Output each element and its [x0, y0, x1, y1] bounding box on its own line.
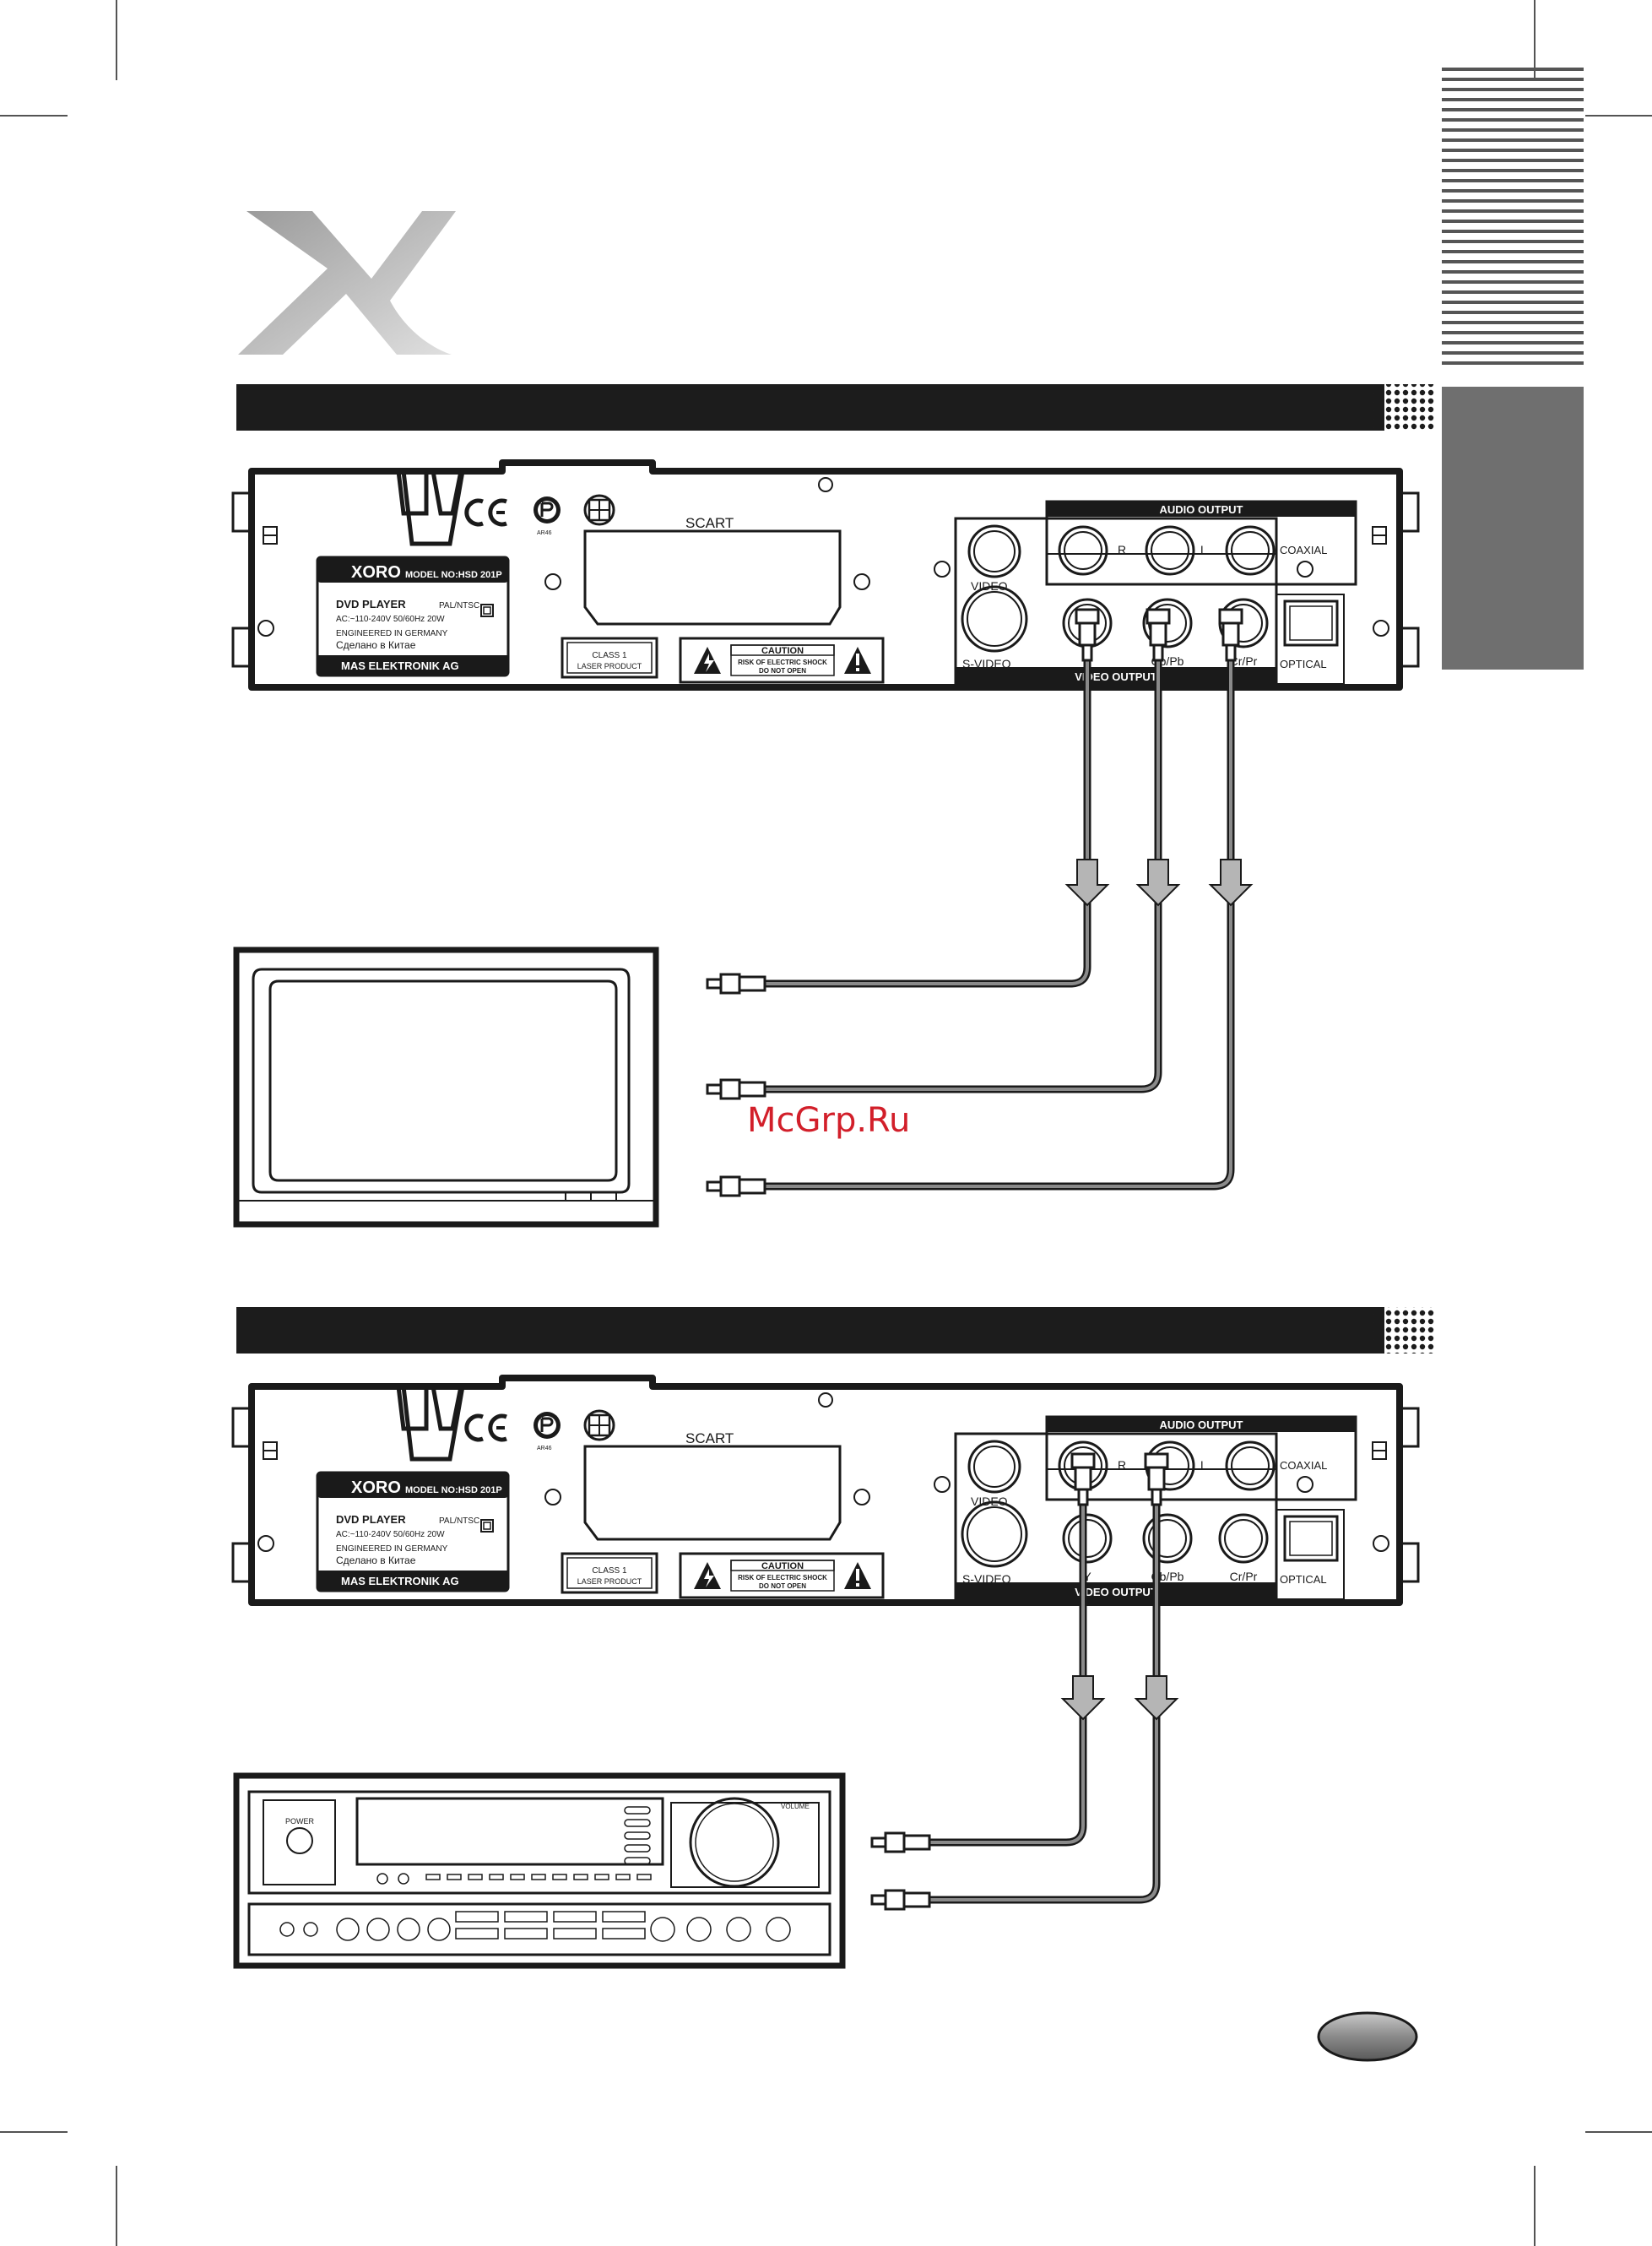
side-stripes: [1442, 68, 1584, 365]
rca-plug-icon: [1075, 608, 1243, 662]
amplifier: POWER VOLUME: [233, 1772, 846, 1969]
down-arrow-icon: [1064, 859, 1254, 907]
section-header-bar: [236, 384, 1435, 431]
product-label: DVD PLAYER: [336, 1513, 406, 1526]
pct-code-label: AR46: [537, 1446, 552, 1451]
engineered-label: ENGINEERED IN GERMANY: [336, 1544, 448, 1554]
tv-set: [233, 947, 659, 1228]
audio-output-label: AUDIO OUTPUT: [1160, 503, 1243, 516]
laser-product-label: LASER PRODUCT: [577, 1577, 642, 1586]
page-badge: [1317, 2011, 1418, 2062]
rca-plug-icon: [706, 973, 766, 1197]
brand-label: XORO: [351, 1478, 401, 1497]
xoro-logo-x: [238, 211, 456, 355]
coaxial-label: COAXIAL: [1280, 1459, 1327, 1472]
watermark-text: McGrp.Ru: [747, 1101, 910, 1140]
video-output-label: VIDEO OUTPUT: [1075, 1586, 1157, 1598]
scart-label: SCART: [685, 1430, 734, 1446]
company-label: MAS ELEKTRONIK AG: [341, 1575, 459, 1587]
product-label: DVD PLAYER: [336, 598, 406, 610]
y-label: Y: [1083, 1570, 1091, 1583]
scart-label: SCART: [685, 515, 734, 531]
jack-l-label: L: [1200, 1458, 1207, 1472]
video-output-label: VIDEO OUTPUT: [1075, 670, 1157, 683]
dvd-rear-panel: XORO MODEL NO:HSD 201P DVD PLAYER PAL/NT…: [233, 463, 1418, 687]
class1-label: CLASS 1: [592, 1566, 627, 1576]
svideo-label: S-VIDEO: [962, 1572, 1011, 1586]
brand-label: XORO: [351, 563, 401, 582]
laser-product-label: LASER PRODUCT: [577, 662, 642, 670]
rca-plug-icon: [1070, 1452, 1169, 1506]
crpr-label: Cr/Pr: [1230, 1570, 1258, 1583]
audio-cables: [929, 1503, 1161, 1904]
crpr-label: Cr/Pr: [1230, 654, 1258, 668]
dvd-rear-panel: XORO MODEL NO:HSD 201P DVD PLAYER PAL/NT…: [233, 1378, 1418, 1603]
made-in-label: Сделано в Китае: [336, 1554, 416, 1566]
svideo-label: S-VIDEO: [962, 657, 1011, 670]
amp-volume-label: VOLUME: [781, 1803, 810, 1810]
caution-line2: DO NOT OPEN: [759, 667, 806, 675]
caution-line1: RISK OF ELECTRIC SHOCK: [738, 659, 827, 666]
jack-r-label: R: [1118, 543, 1126, 556]
video-label: VIDEO: [971, 579, 1008, 593]
model-label: MODEL NO:HSD 201P: [405, 570, 502, 580]
section-header-bar: [236, 1307, 1435, 1354]
pct-code-label: AR46: [537, 530, 552, 536]
system-label: PAL/NTSC: [439, 1516, 479, 1526]
power-label: AC:~110-240V 50/60Hz 20W: [336, 615, 445, 624]
caution-label: CAUTION: [761, 646, 804, 656]
side-tab: [1442, 387, 1584, 670]
rca-plug-icon: [870, 1831, 931, 1911]
optical-label: OPTICAL: [1280, 658, 1327, 670]
amp-power-label: POWER: [285, 1817, 315, 1826]
jack-r-label: R: [1118, 1458, 1126, 1472]
class1-label: CLASS 1: [592, 651, 627, 660]
coaxial-label: COAXIAL: [1280, 544, 1327, 556]
audio-output-label: AUDIO OUTPUT: [1160, 1419, 1243, 1431]
caution-label: CAUTION: [761, 1561, 804, 1571]
caution-line1: RISK OF ELECTRIC SHOCK: [738, 1574, 827, 1581]
caution-line2: DO NOT OPEN: [759, 1582, 806, 1590]
system-label: PAL/NTSC: [439, 601, 479, 610]
power-label: AC:~110-240V 50/60Hz 20W: [336, 1530, 445, 1539]
model-label: MODEL NO:HSD 201P: [405, 1485, 502, 1495]
made-in-label: Сделано в Китае: [336, 639, 416, 651]
component-cables: [764, 659, 1235, 1191]
down-arrow-icon: [1060, 1675, 1179, 1721]
video-label: VIDEO: [971, 1495, 1008, 1508]
company-label: MAS ELEKTRONIK AG: [341, 659, 459, 672]
optical-label: OPTICAL: [1280, 1573, 1327, 1586]
jack-l-label: L: [1200, 543, 1207, 556]
engineered-label: ENGINEERED IN GERMANY: [336, 629, 448, 638]
